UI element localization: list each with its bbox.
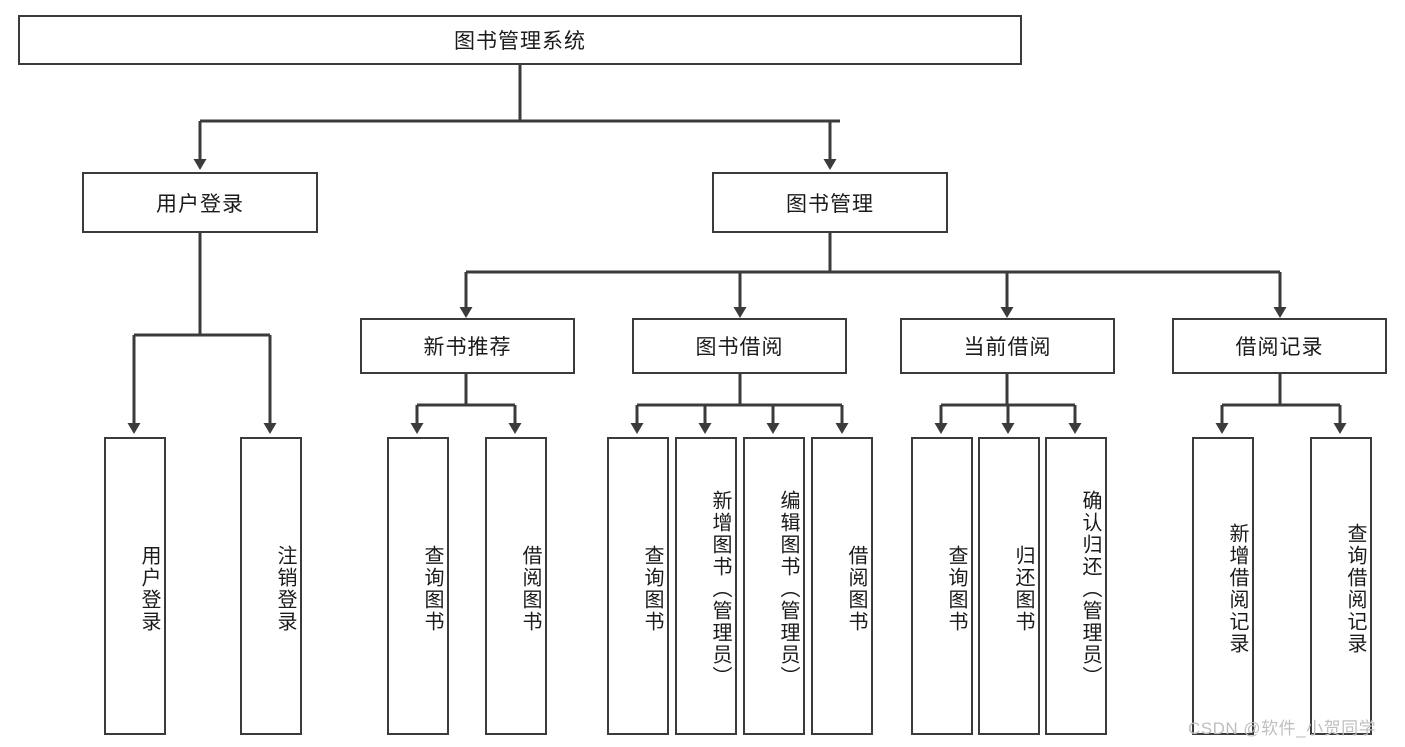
node-label: 归还图书 — [1012, 545, 1034, 633]
node-book-borrow[interactable]: 图书借阅 — [632, 318, 847, 374]
node-label: 图书管理系统 — [454, 30, 586, 53]
node-label: 查询借阅记录 — [1344, 523, 1366, 655]
node-label: 新增借阅记录 — [1226, 523, 1248, 655]
node-leaf-query-book-2[interactable]: 查询图书 — [607, 437, 669, 735]
csdn-watermark: CSDN @软件_小贺同学 — [1188, 719, 1377, 738]
node-leaf-borrow-book-1[interactable]: 借阅图书 — [485, 437, 547, 735]
node-label: 注销登录 — [274, 545, 296, 633]
node-label: 查询图书 — [945, 545, 967, 633]
node-leaf-return-book[interactable]: 归还图书 — [978, 437, 1040, 735]
node-label: 借阅记录 — [1235, 336, 1324, 359]
node-user-login[interactable]: 用户登录 — [82, 172, 318, 233]
node-leaf-query-book-1[interactable]: 查询图书 — [387, 437, 449, 735]
node-current-borrow[interactable]: 当前借阅 — [900, 318, 1115, 374]
node-label: 确认归还（管理员） — [1079, 490, 1101, 688]
node-book-management[interactable]: 图书管理 — [712, 172, 948, 233]
node-new-book-recommend[interactable]: 新书推荐 — [360, 318, 575, 374]
node-leaf-query-book-3[interactable]: 查询图书 — [911, 437, 973, 735]
node-leaf-edit-book[interactable]: 编辑图书（管理员） — [743, 437, 805, 735]
node-label: 用户登录 — [156, 192, 244, 216]
node-leaf-user-login[interactable]: 用户登录 — [104, 437, 166, 735]
node-label: 图书借阅 — [695, 336, 784, 359]
node-label: 查询图书 — [421, 545, 443, 633]
node-label: 用户登录 — [138, 545, 160, 633]
node-leaf-borrow-book-2[interactable]: 借阅图书 — [811, 437, 873, 735]
node-label: 当前借阅 — [963, 336, 1052, 359]
node-borrow-record[interactable]: 借阅记录 — [1172, 318, 1387, 374]
node-leaf-confirm-return[interactable]: 确认归还（管理员） — [1045, 437, 1107, 735]
node-book-management-system[interactable]: 图书管理系统 — [18, 15, 1022, 65]
node-leaf-logout[interactable]: 注销登录 — [240, 437, 302, 735]
node-label: 新书推荐 — [423, 336, 512, 359]
node-label: 借阅图书 — [845, 545, 867, 633]
node-label: 查询图书 — [641, 545, 663, 633]
node-label: 新增图书（管理员） — [709, 490, 731, 688]
node-leaf-add-book[interactable]: 新增图书（管理员） — [675, 437, 737, 735]
node-label: 图书管理 — [786, 192, 874, 216]
node-leaf-query-record[interactable]: 查询借阅记录 — [1310, 437, 1372, 735]
node-label: 编辑图书（管理员） — [777, 490, 799, 688]
node-label: 借阅图书 — [519, 545, 541, 633]
node-leaf-add-record[interactable]: 新增借阅记录 — [1192, 437, 1254, 735]
